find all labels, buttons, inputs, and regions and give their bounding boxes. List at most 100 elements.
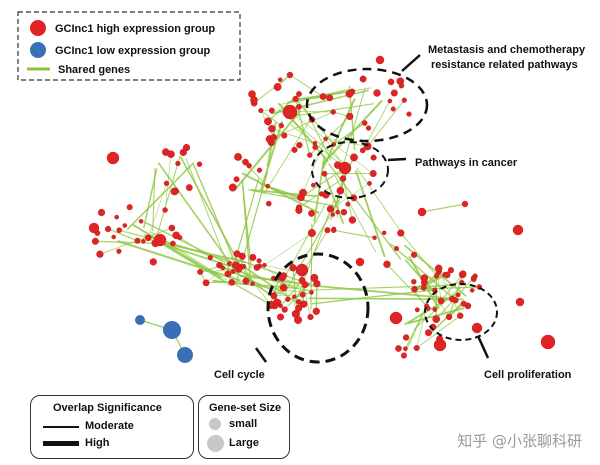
shared-gene-edge [300,167,346,198]
high-expression-node [291,146,298,153]
high-expression-node [447,267,455,274]
high-expression-node [540,334,556,350]
high-expression-node [312,144,319,150]
shared-gene-edge [192,164,235,261]
high-expression-node [228,183,237,192]
small-size-label: small [229,418,258,430]
high-expression-node [345,90,354,98]
high-expression-node [330,109,336,115]
high-expression-node [401,97,407,103]
high-expression-node [443,271,451,279]
shared-gene-edge [253,74,291,104]
high-expression-node [282,104,298,120]
high-expression-node [300,300,308,308]
high-expression-node [277,77,283,82]
high-expression-node [262,262,267,268]
moderate-label: Moderate [85,420,134,432]
high-expression-node [292,95,299,103]
high-expression-node [265,200,272,207]
high-expression-node [307,313,314,321]
high-expression-node [170,240,176,247]
high-expression-node [276,299,282,305]
high-expression-node [461,200,469,208]
shared-gene-edge [421,203,466,213]
high-expression-node [114,214,119,220]
high-expression-node [355,257,365,267]
high-expression-node [289,264,297,272]
shared-gene-edge [400,232,437,277]
high-expression-node [226,261,232,266]
high-expression-node [326,94,334,102]
high-expression-node [432,315,441,324]
high-expression-node [202,279,210,287]
high-expression-node [373,89,381,97]
high-expression-node [295,104,302,110]
high-expression-node [460,300,467,307]
shared-gene-edge [95,240,156,245]
low-expression-node [135,315,145,325]
high-expression-node [268,124,276,133]
high-line-swatch [43,441,79,446]
high-expression-node [270,292,278,300]
high-expression-node [256,258,262,264]
high-expression-node [359,147,366,154]
high-expression-node [319,93,327,101]
high-expression-node [389,311,403,325]
cell-proliferation-cluster-outline [424,283,498,341]
shared-gene-edge [231,281,272,306]
shared-gene-edge [157,162,239,275]
watermark: 知乎 @小张聊科研 [457,432,582,450]
shared-gene-edge [247,189,338,208]
metastasis-label-line1: Metastasis and chemotherapy [428,44,586,56]
high-expression-node [413,345,420,352]
high-expression-node [295,304,303,312]
network-nodes [88,55,556,363]
shared-gene-edge [154,155,181,246]
high-expression-node [387,78,395,86]
shared-gene-edge [259,121,284,192]
high-expression-node [279,283,288,292]
high-expression-node [411,279,417,285]
shared-gene-edge [289,74,324,98]
shared-gene-edge [263,120,310,195]
high-expression-node [233,250,241,258]
pathways-cancer-label: Pathways in cancer [415,157,518,169]
high-expression-node [177,234,183,241]
shared-gene-edge [264,232,313,266]
high-expression-node [411,287,417,293]
high-expression-node [457,312,464,319]
high-expression-node [285,296,291,303]
shared-gene-edge [354,170,386,258]
high-expression-node [425,329,433,337]
shared-gene-edge [280,279,303,307]
high-expression-node [470,275,476,281]
high-expression-node [414,307,420,313]
shared-gene-edge [389,243,457,302]
metastasis-label-line2: resistance related pathways [431,59,578,71]
high-expression-node [242,277,250,285]
high-expression-node [348,216,357,224]
shared-gene-edge [152,237,227,283]
low-expression-node [163,321,181,339]
high-expression-node [175,160,181,167]
shared-gene-edge [285,103,374,118]
high-expression-node [122,223,128,228]
high-expression-node [246,162,252,169]
high-expression-node [149,258,157,266]
high-expression-node [455,292,461,298]
shared-gene-edge [404,259,436,295]
high-expression-node [296,91,302,97]
shared-gene-edge [325,138,368,147]
large-size-swatch [207,435,224,452]
high-expression-node [249,253,257,261]
shared-gene-edge [308,297,464,301]
high-expression-node [338,161,352,175]
high-expression-node [460,270,467,277]
pathways-cancer-pointer [387,157,407,162]
high-label: High [85,437,110,449]
high-expression-node [294,316,303,325]
high-expression-node [395,345,402,352]
high-expression-node [512,224,524,236]
high-expression-node [387,98,393,104]
shared-gene-edge [119,229,149,239]
